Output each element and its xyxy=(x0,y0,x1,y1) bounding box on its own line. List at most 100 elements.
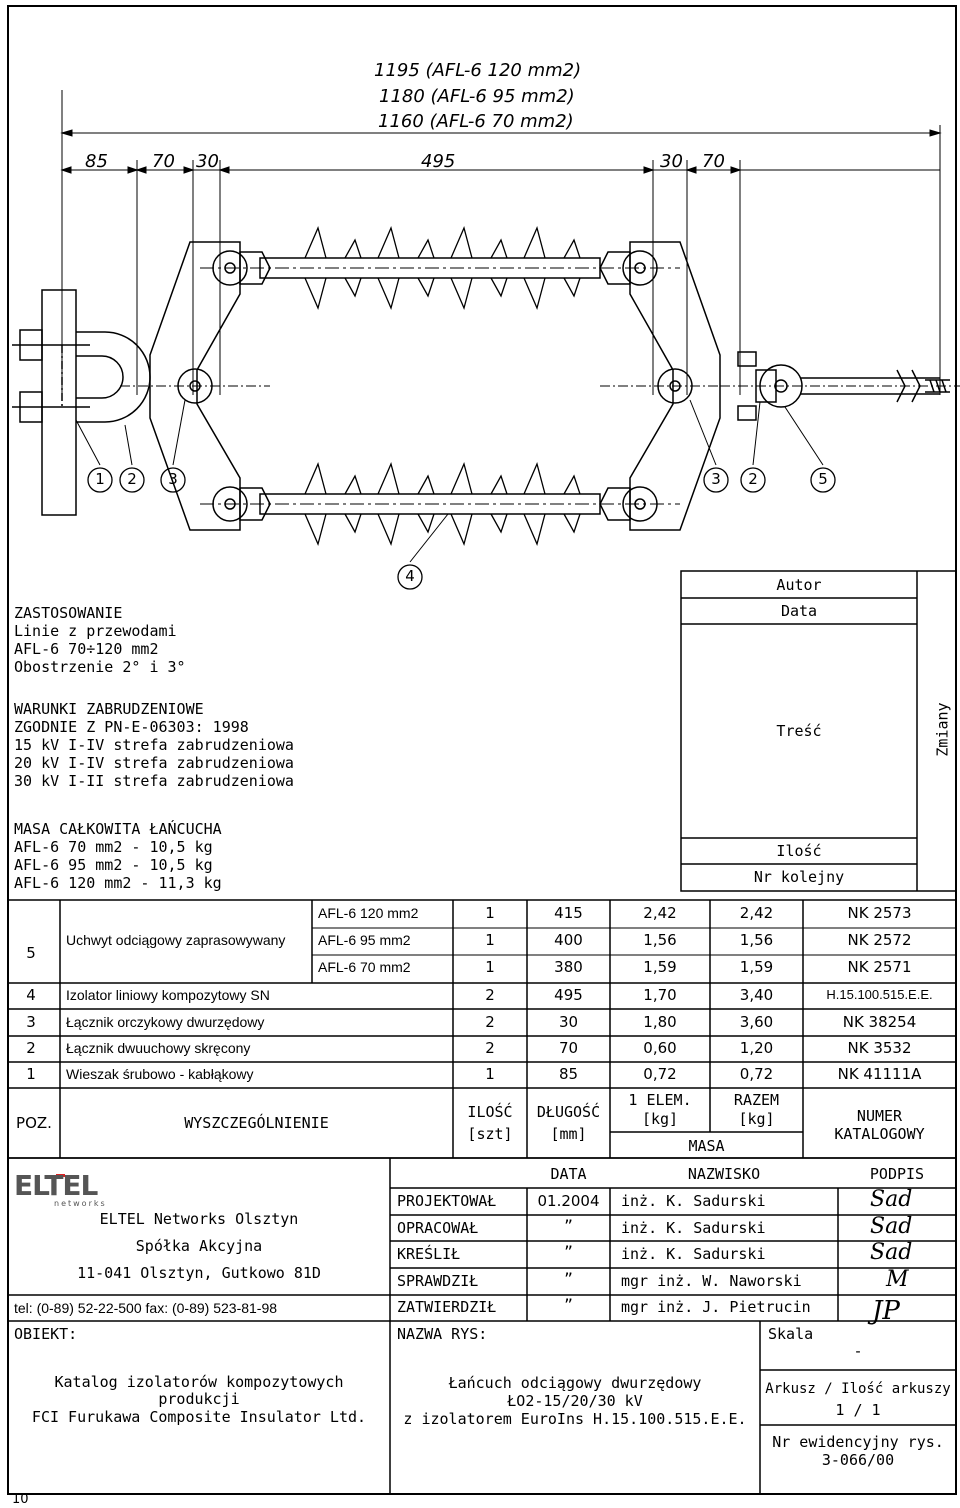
approvals-podpis-header: PODPIS xyxy=(869,1165,925,1183)
cell-razem: 3,40 xyxy=(739,986,774,1004)
nazwa-line: z izolatorem EuroIns H.15.100.515.E.E. xyxy=(403,1410,747,1428)
approval-date: ” xyxy=(564,1296,573,1316)
balloon-2: 2 xyxy=(127,470,137,488)
dead-end-clamp xyxy=(720,351,960,421)
balloon-1: 1 xyxy=(95,470,105,488)
upper-insulator xyxy=(200,226,680,310)
zastosowanie-line: Linie z przewodami xyxy=(14,622,177,640)
dim-total-120: 1195 (AFL-6 120 mm2) xyxy=(374,60,582,81)
cell-el: 0,72 xyxy=(643,1065,677,1083)
nr-ewidencyjny-value: 3-066/00 xyxy=(821,1451,895,1469)
dim-30-right: 30 xyxy=(660,151,683,172)
cell-el: 1,70 xyxy=(643,986,677,1004)
approval-role: KREŚLIŁ xyxy=(397,1245,461,1263)
header-ilosc: ILOŚĆ xyxy=(467,1103,513,1121)
approval-signature: M xyxy=(886,1267,909,1292)
warunki-line: 30 kV I-II strefa zabrudzeniowa xyxy=(14,772,294,790)
cell-dl: 495 xyxy=(554,986,583,1004)
nazwa-label: NAZWA RYS: xyxy=(397,1325,488,1343)
approvals-nazwisko-header: NAZWISKO xyxy=(687,1165,761,1183)
dim-30-left: 30 xyxy=(196,151,219,172)
cell-razem: 0,72 xyxy=(739,1065,774,1083)
cell-ilosc: 2 xyxy=(485,986,495,1004)
page-number: 10 xyxy=(12,1492,29,1507)
approval-name: mgr inż. W. Naworski xyxy=(621,1272,802,1290)
dim-70-right: 70 xyxy=(702,151,725,172)
balloon-2-right: 2 xyxy=(748,470,758,488)
approvals-data-header: DATA xyxy=(550,1165,587,1183)
approval-signature: Sad xyxy=(870,1214,913,1239)
cell-poz: 1 xyxy=(26,1065,36,1083)
logo-text: ELTEL xyxy=(14,1169,98,1202)
approval-signature: Sad xyxy=(870,1240,913,1265)
dim-85: 85 xyxy=(85,151,108,172)
company-address: 11-041 Olsztyn, Gutkowo 81D xyxy=(77,1264,321,1282)
revision-nr-label: Nr kolejny xyxy=(753,868,845,886)
revision-autor-label: Autor xyxy=(776,576,822,594)
cell-dl: 70 xyxy=(558,1039,579,1057)
cell-poz: 2 xyxy=(26,1039,36,1057)
dim-495: 495 xyxy=(421,151,456,172)
cell-razem: 1,59 xyxy=(739,958,774,976)
approval-role: PROJEKTOWAŁ xyxy=(397,1192,497,1210)
eltel-logo-graphic xyxy=(14,1174,94,1184)
cell-el: 1,59 xyxy=(643,958,677,976)
cell-el: 1,80 xyxy=(643,1013,677,1031)
approval-role: SPRAWDZIŁ xyxy=(397,1272,479,1290)
cell-ilosc: 1 xyxy=(485,931,495,949)
cell-kat: NK 2572 xyxy=(847,931,912,949)
lower-insulator xyxy=(200,462,680,546)
zastosowanie-line: Obostrzenie 2° i 3° xyxy=(14,658,186,676)
cell-kat: NK 2573 xyxy=(847,904,912,922)
balloon-circles xyxy=(87,467,836,590)
cell-dl: 400 xyxy=(554,931,583,949)
zastosowanie-line: AFL-6 70÷120 mm2 xyxy=(14,640,159,658)
cell-sub: AFL-6 95 mm2 xyxy=(318,932,411,948)
company-phone: tel: (0-89) 52-22-500 fax: (0-89) 523-81… xyxy=(14,1300,278,1316)
approval-name: inż. K. Sadurski xyxy=(621,1192,766,1210)
right-yoke-plate xyxy=(600,241,721,531)
cell-dl: 380 xyxy=(554,958,583,976)
header-razem-unit: [kg] xyxy=(738,1110,775,1128)
approval-signature: JP xyxy=(872,1296,900,1326)
cell-ilosc: 1 xyxy=(485,958,495,976)
header-katalogowy: KATALOGOWY xyxy=(834,1125,925,1143)
balloon-3-right: 3 xyxy=(711,470,721,488)
approval-name: inż. K. Sadurski xyxy=(621,1219,766,1237)
approval-name: mgr inż. J. Pietrucin xyxy=(621,1298,811,1316)
cell-name: Izolator liniowy kompozytowy SN xyxy=(66,987,270,1003)
cell-dl: 415 xyxy=(554,904,583,922)
cell-dl: 85 xyxy=(558,1065,579,1083)
revision-zmiany-label: Zmiany xyxy=(933,702,952,757)
cell-el: 1,56 xyxy=(643,931,677,949)
skala-value: - xyxy=(853,1342,863,1360)
header-razem: RAZEM xyxy=(733,1091,780,1109)
cell-razem: 1,20 xyxy=(739,1039,774,1057)
dim-70-left: 70 xyxy=(152,151,175,172)
revision-tresc-label: Treść xyxy=(776,722,822,740)
warunki-line: 15 kV I-IV strefa zabrudzeniowa xyxy=(14,736,294,754)
obiekt-line: FCI Furukawa Composite Insulator Ltd. xyxy=(31,1408,367,1426)
nazwa-line: ŁO2-15/20/30 kV xyxy=(507,1392,643,1410)
cell-name: Łącznik dwuuchowy skręcony xyxy=(66,1040,251,1056)
approval-signature: Sad xyxy=(870,1187,913,1212)
header-ilosc-unit: [szt] xyxy=(467,1125,513,1143)
cell-sub: AFL-6 120 mm2 xyxy=(318,905,419,921)
cell-razem: 2,42 xyxy=(739,904,774,922)
nr-ewidencyjny-label: Nr ewidencyjny rys. xyxy=(772,1433,944,1451)
cell-kat: NK 38254 xyxy=(842,1013,917,1031)
header-poz: POZ. xyxy=(16,1114,52,1132)
cell-ilosc: 1 xyxy=(485,1065,495,1083)
dimension-lines xyxy=(60,90,942,400)
obiekt-label: OBIEKT: xyxy=(14,1325,78,1343)
cell-sub: AFL-6 70 mm2 xyxy=(318,959,411,975)
cell-ilosc: 2 xyxy=(485,1039,495,1057)
header-dlugosc-unit: [mm] xyxy=(550,1125,587,1143)
header-masa: MASA xyxy=(688,1137,725,1155)
obiekt-line: Katalog izolatorów kompozytowych xyxy=(54,1373,344,1391)
balloon-3: 3 xyxy=(168,470,178,488)
cell-razem: 1,56 xyxy=(739,931,774,949)
header-elem-unit: [kg] xyxy=(641,1110,679,1128)
